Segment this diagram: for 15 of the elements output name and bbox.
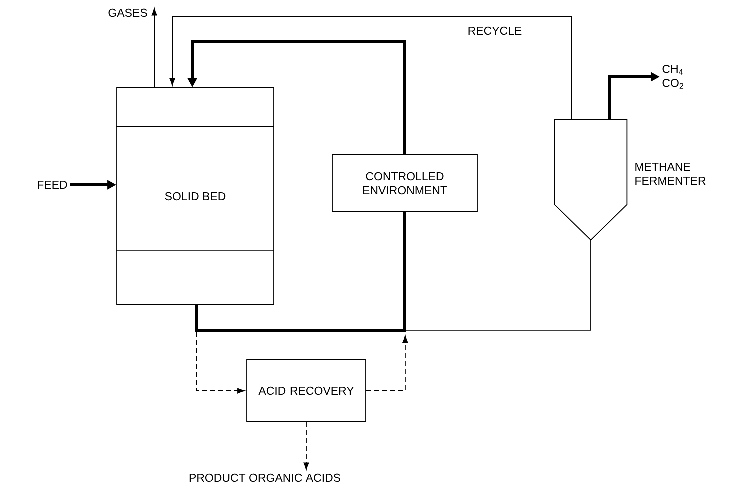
label-text: CH$_{4}$ CO$_{2}$ bbox=[662, 65, 684, 89]
fermenter-vessel bbox=[554, 119, 628, 241]
arrow bbox=[170, 16, 572, 120]
label-text: PRODUCT ORGANIC ACIDS bbox=[190, 474, 340, 482]
arrow bbox=[196, 332, 245, 394]
process-box: CONTROLLED ENVIRONMENT bbox=[332, 154, 478, 212]
process-box: ACID RECOVERY bbox=[246, 360, 366, 422]
arrow bbox=[152, 8, 158, 88]
label-text: GASES bbox=[108, 8, 148, 18]
arrow bbox=[304, 422, 310, 470]
reactor-column: SOLID BED bbox=[116, 88, 275, 306]
vessel-label: METHANE FERMENTER bbox=[636, 163, 706, 185]
edge-label: RECYCLE bbox=[466, 26, 524, 36]
label-text: FEED bbox=[38, 181, 68, 189]
arrow bbox=[366, 336, 408, 392]
